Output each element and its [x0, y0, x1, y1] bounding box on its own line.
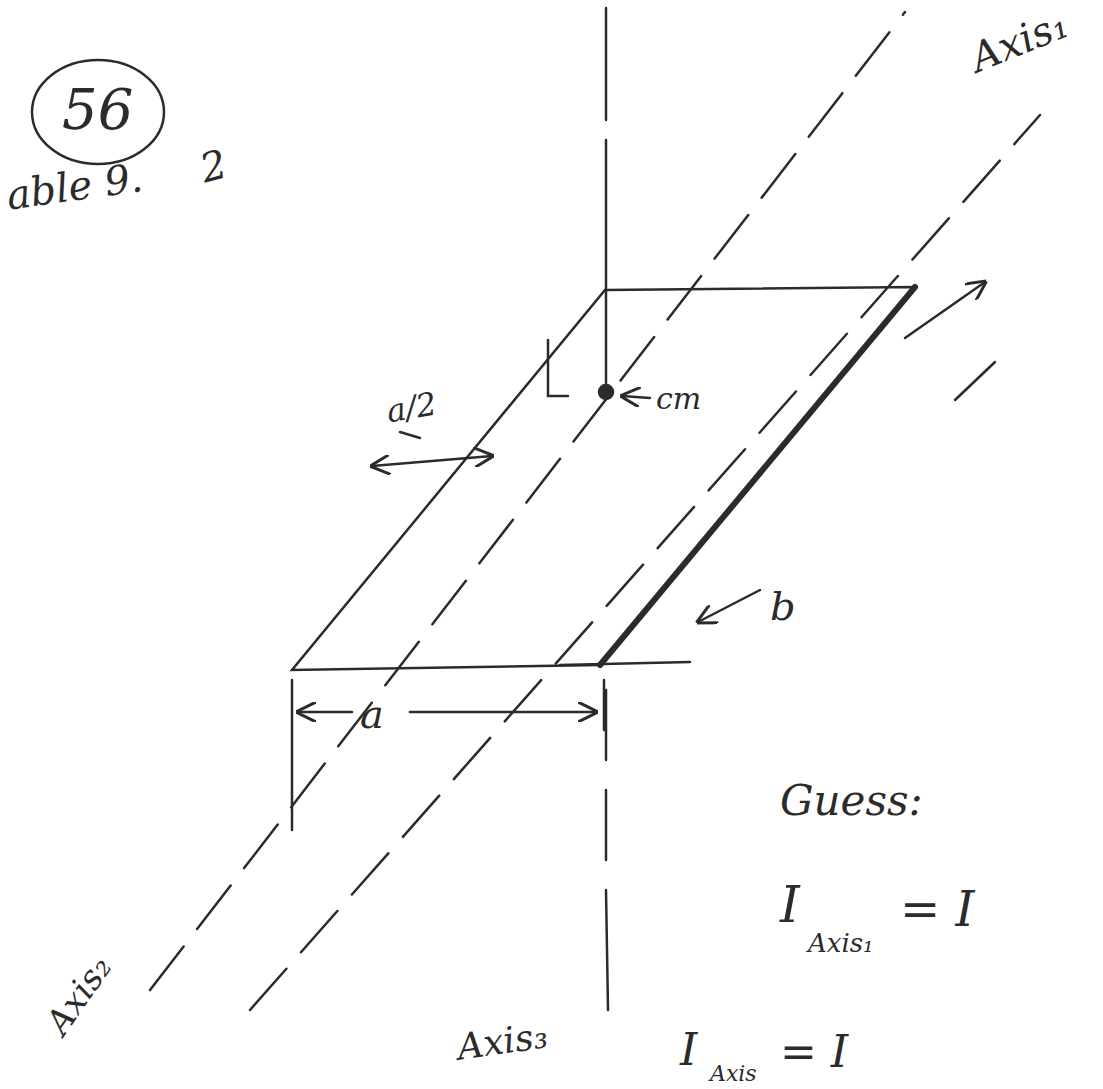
dimension-label: b — [770, 586, 796, 626]
axis-dashed-line — [250, 115, 1040, 1010]
axis-label: Axis₂ — [40, 950, 117, 1040]
formula-subscript: Axis — [710, 1063, 757, 1085]
table-reference: 2 — [196, 143, 231, 188]
plate-edge — [600, 287, 915, 665]
half-width-arrow — [372, 456, 492, 466]
plate-outline — [292, 287, 915, 670]
direction-arrow — [905, 282, 985, 338]
note-text: Guess: — [780, 780, 923, 822]
direction-line — [955, 362, 995, 400]
axis-label: Axis₁ — [965, 3, 1073, 78]
cm-dot — [599, 385, 613, 399]
formula-text: = I — [780, 1030, 848, 1074]
dimension-tick — [292, 680, 604, 830]
dimension-label: a — [360, 694, 384, 734]
table-reference: able 9. — [4, 157, 145, 216]
dimension-arrow — [298, 711, 352, 714]
axis-3-line — [606, 690, 608, 1010]
formula-text: = I — [900, 885, 974, 933]
plate-edge — [560, 662, 690, 665]
cm-label: cm — [656, 384, 701, 414]
leader-line — [400, 432, 420, 438]
dimension-label: a/2 — [384, 387, 439, 427]
formula-subscript: Axis₁ — [808, 930, 874, 956]
right-angle-mark — [548, 340, 568, 396]
number-circle — [32, 60, 164, 164]
formula-text: I — [780, 880, 800, 930]
axis-label: Axis₃ — [455, 1017, 550, 1065]
formula-text: I — [680, 1028, 697, 1072]
axis-3-line — [605, 8, 608, 390]
axis-dashed-line — [150, 12, 905, 990]
cm-pointer — [622, 396, 650, 398]
dimension-arrow — [410, 711, 596, 714]
callout-number: 56 — [62, 82, 133, 138]
b-pointer — [698, 590, 760, 622]
